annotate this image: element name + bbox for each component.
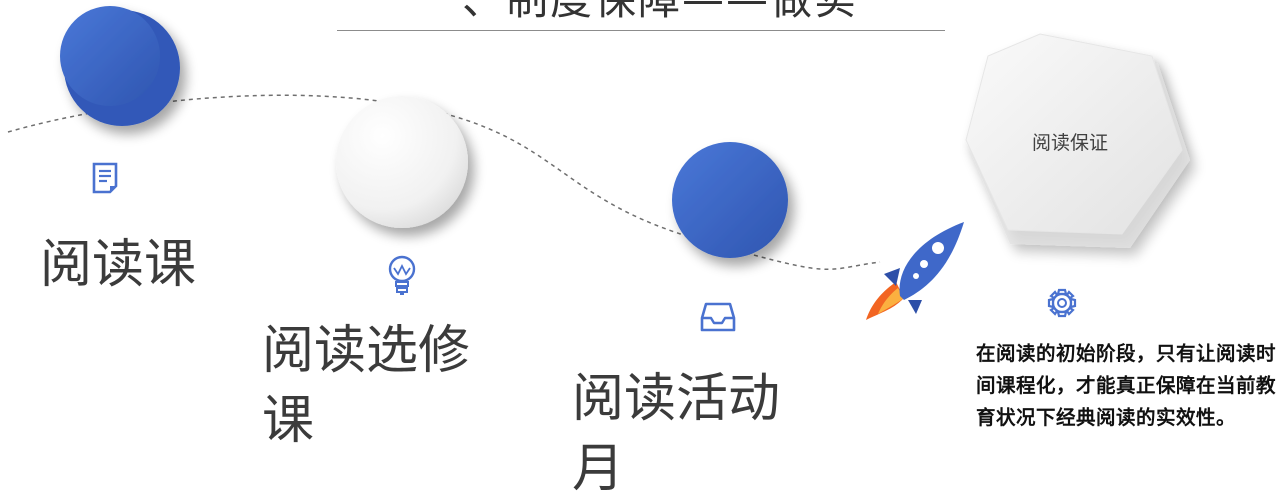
gear-icon [1047,288,1077,318]
rocket-icon [866,222,964,320]
page-title: 、制度保障——做实 [420,0,900,26]
lightbulb-icon [388,255,416,295]
step-2-label: 阅读选修课 [262,321,471,451]
inbox-tray-icon [700,302,736,332]
goal-hexagon [965,33,1190,248]
step-3-circle [672,142,788,258]
step-1-label: 阅读课 [40,235,197,295]
progress-curve [7,94,881,271]
goal-label: 阅读保证 [1032,132,1109,154]
title-divider [337,30,945,31]
step-1-circle [60,6,180,126]
goal-description: 在阅读的初始阶段，只有让阅读时间课程化，才能真正保障在当前教育状况下经典阅读的实… [976,342,1277,429]
document-icon [92,162,118,194]
step-3-label: 阅读活动月 [572,369,781,498]
step-2-circle [336,96,468,228]
